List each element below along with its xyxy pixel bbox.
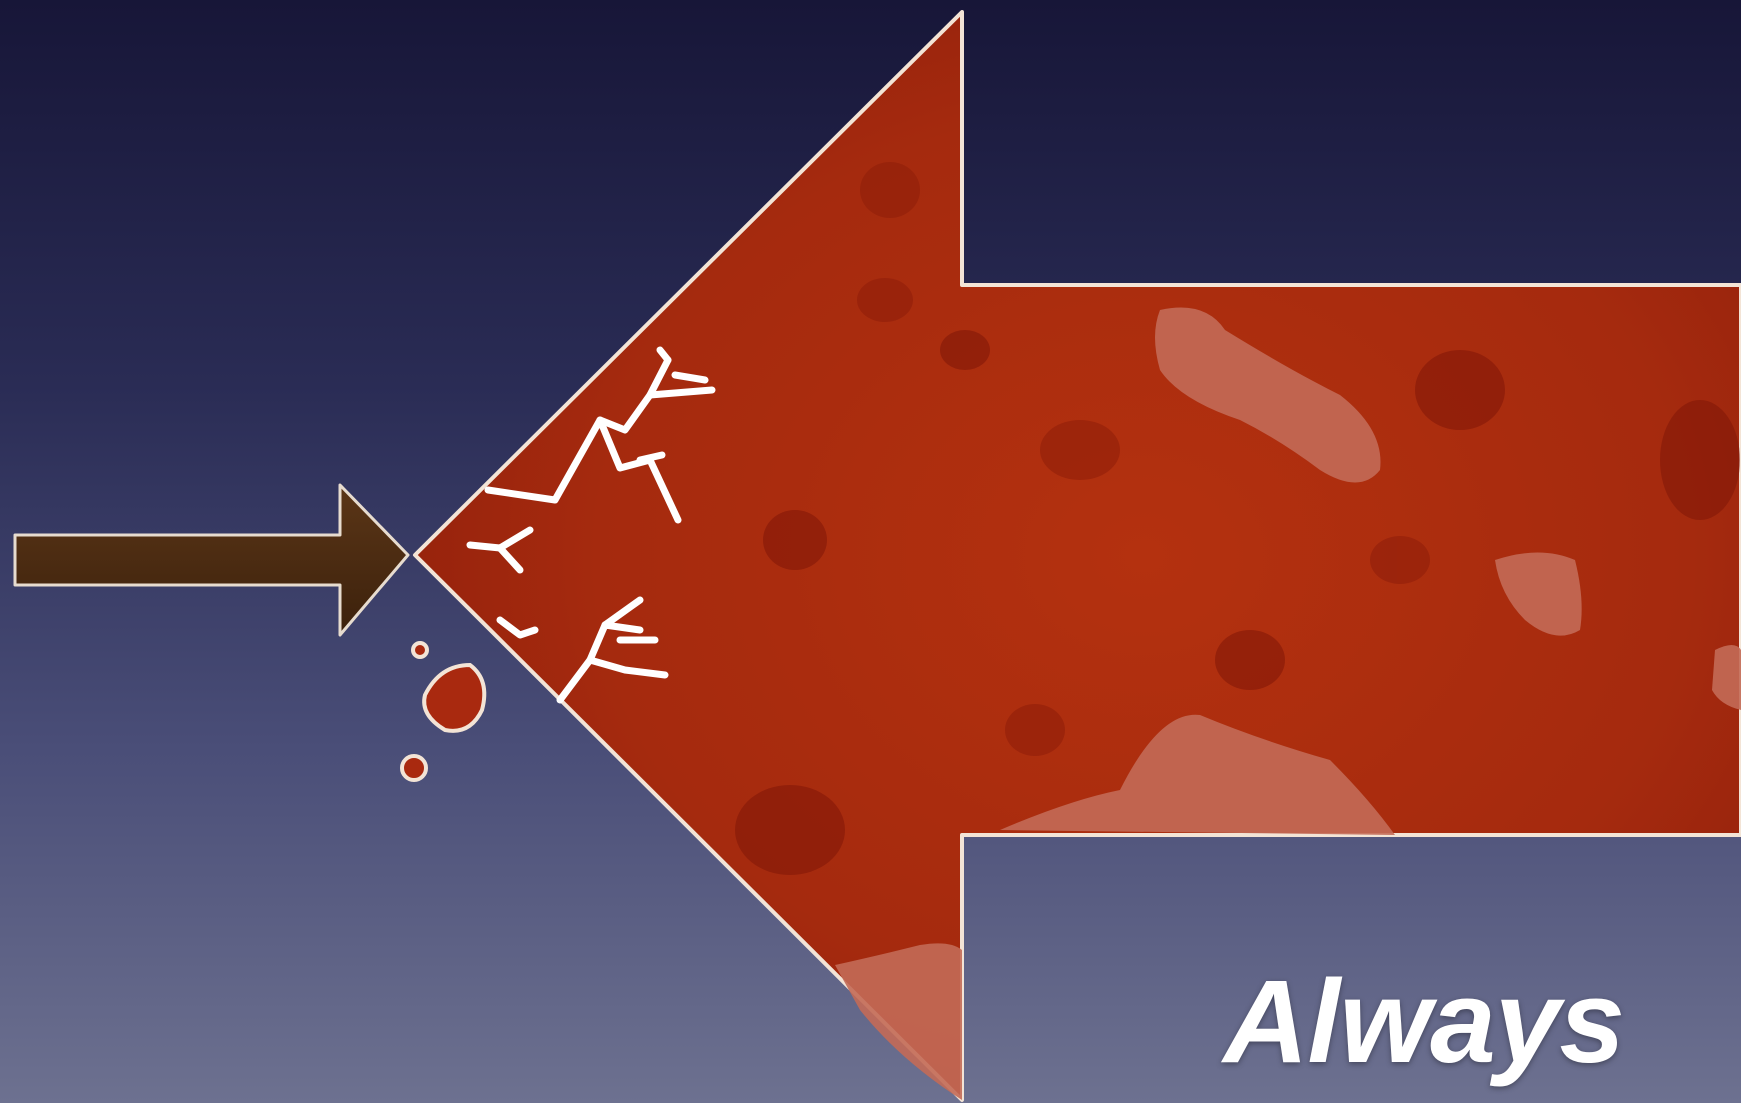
arrow-worn-patches (835, 307, 1741, 1100)
broken-fragments (400, 641, 487, 782)
small-brown-arrow-icon (13, 483, 410, 637)
slide-caption: Always (1223, 956, 1625, 1088)
crack-icon (466, 346, 716, 704)
large-red-arrow-icon (413, 10, 1741, 1102)
arrow-texture (735, 162, 1740, 875)
